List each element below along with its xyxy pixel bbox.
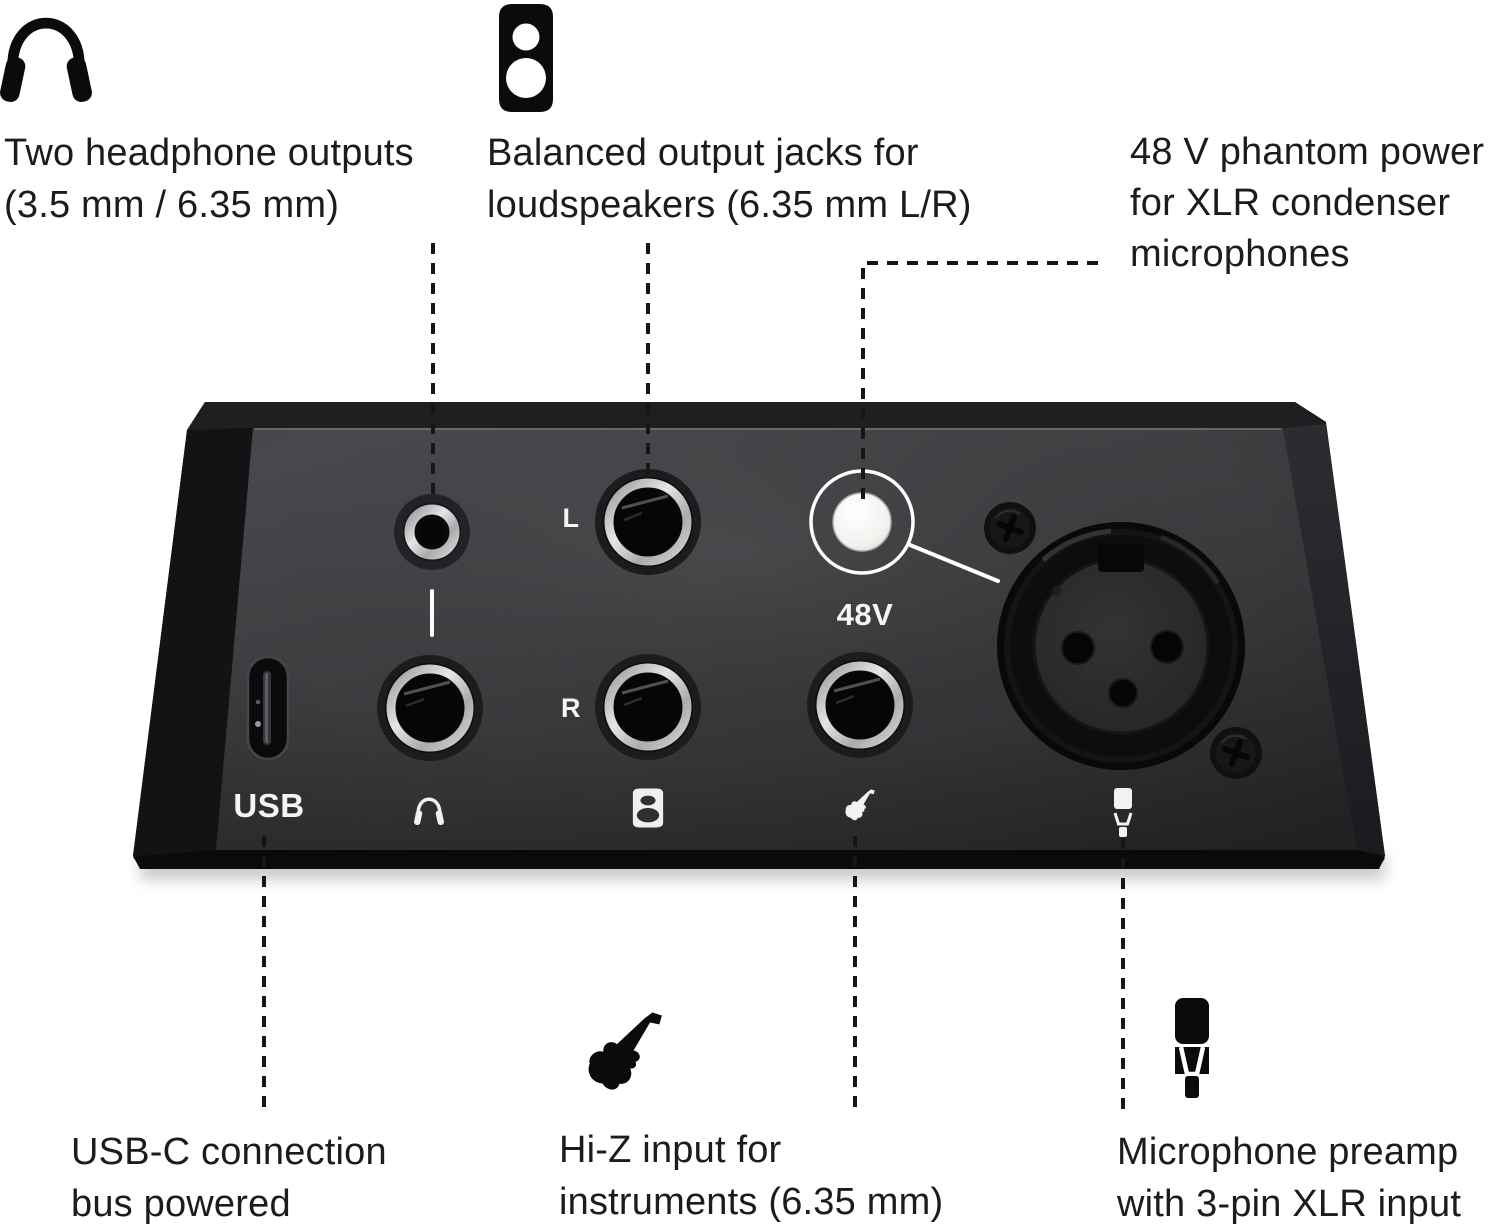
caption-text-line: bus powered	[71, 1183, 291, 1225]
headphone-jack-3-5mm	[394, 494, 470, 570]
device-top-bevel	[187, 402, 1326, 430]
caption-phantom-power: 48 V phantom power for XLR condenser mic…	[1130, 127, 1484, 280]
audio-interface-rear-panel	[133, 402, 1385, 869]
output-right-label: R	[561, 693, 581, 723]
speaker-jack-icon	[499, 4, 553, 112]
caption-text-line: with 3-pin XLR input	[1117, 1183, 1462, 1225]
caption-text-line: USB-C connection	[71, 1131, 387, 1173]
headphone-link-line	[430, 589, 434, 637]
caption-mic-preamp: Microphone preamp with 3-pin XLR input	[1117, 1126, 1461, 1229]
phantom-power-label: 48V	[836, 597, 894, 632]
caption-hi-z-input: Hi-Z input for instruments (6.35 mm)	[559, 1124, 943, 1228]
caption-text-line: microphones	[1130, 233, 1350, 275]
xlr-input	[997, 522, 1245, 770]
caption-icons	[0, 4, 1209, 1098]
guitar-icon	[580, 996, 673, 1098]
headphone-jack-6-35mm	[377, 655, 483, 761]
output-jack-right	[595, 654, 701, 760]
caption-usb-connection: USB-C connection bus powered	[71, 1126, 387, 1229]
callout-lines	[262, 243, 1125, 1112]
device-left-side-face	[133, 428, 253, 856]
microphone-icon	[1113, 788, 1133, 837]
phantom-pointer-line	[908, 543, 1000, 583]
headphones-icon	[0, 23, 94, 103]
usb-c-port	[246, 655, 290, 761]
caption-text-line: instruments (6.35 mm)	[559, 1181, 944, 1223]
caption-headphone-outputs: Two headphone outputs (3.5 mm / 6.35 mm)	[4, 127, 414, 231]
caption-text-line: Two headphone outputs	[4, 132, 414, 174]
caption-text-line: 48 V phantom power	[1130, 131, 1485, 173]
caption-text-line: (3.5 mm / 6.35 mm)	[4, 184, 340, 226]
caption-text-line: Hi-Z input for	[559, 1129, 782, 1171]
caption-text-line: loudspeakers (6.35 mm L/R)	[487, 184, 972, 226]
device-base-strip	[133, 850, 1385, 868]
screw-bottom	[1210, 727, 1262, 779]
caption-text-line: Microphone preamp	[1117, 1131, 1459, 1173]
usb-port-label: USB	[233, 787, 305, 824]
output-left-label: L	[562, 503, 580, 533]
caption-text-line: for XLR condenser	[1130, 182, 1451, 224]
caption-text-line: Balanced output jacks for	[487, 132, 919, 174]
screw-top	[984, 502, 1036, 554]
output-jack-left	[595, 469, 701, 575]
device-right-side-face	[1283, 424, 1385, 856]
microphone-icon	[1175, 998, 1209, 1098]
instrument-jack	[807, 652, 913, 758]
caption-balanced-outputs: Balanced output jacks for loudspeakers (…	[487, 127, 972, 231]
